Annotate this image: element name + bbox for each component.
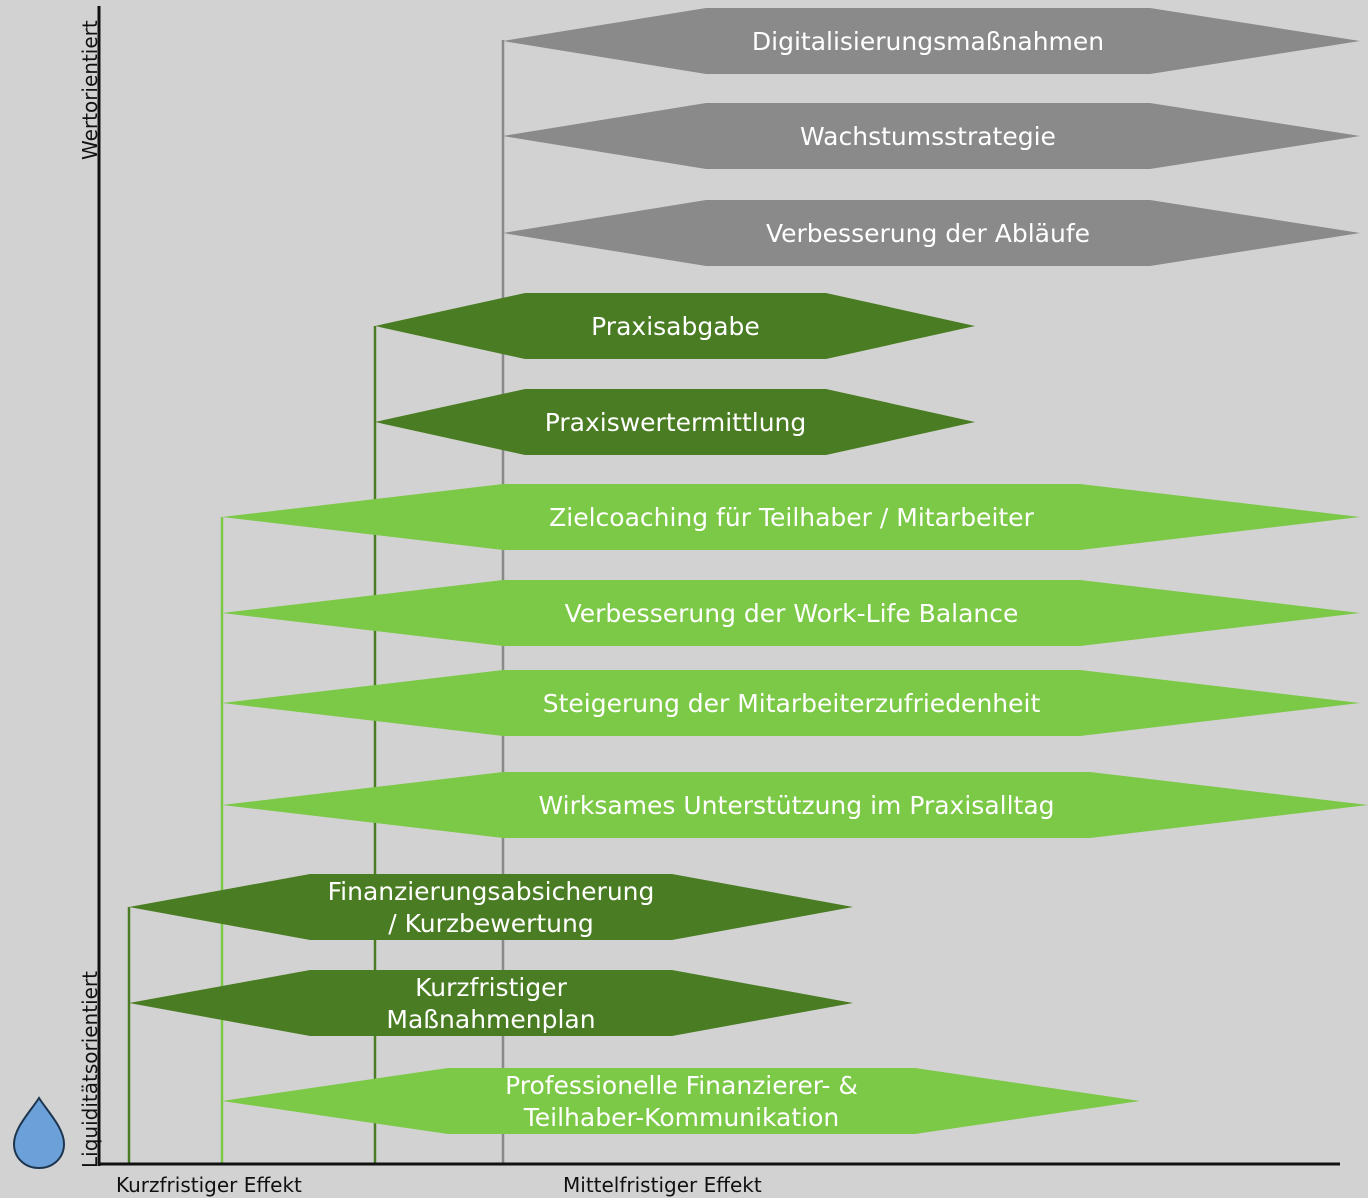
- x-axis-left-label: Kurzfristiger Effekt: [116, 1173, 302, 1197]
- measure-label: Praxiswertermittlung: [545, 408, 807, 437]
- hexagon-shape: [375, 389, 975, 455]
- measure-label: Praxisabgabe: [591, 312, 760, 341]
- y-axis-top-label: Wertorientiert: [78, 20, 102, 160]
- measure-label: Maßnahmenplan: [386, 1005, 595, 1034]
- measure-label: Steigerung der Mitarbeiterzufriedenheit: [543, 689, 1041, 718]
- hexagon-shape: [129, 970, 853, 1036]
- measure-box-finanzierung: Finanzierungsabsicherung / Kurzbewertung: [129, 874, 853, 940]
- measure-box-wachstum: Wachstumsstrategie: [503, 103, 1360, 169]
- hexagon-shape: [222, 670, 1360, 736]
- measure-boxes: DigitalisierungsmaßnahmenWachstumsstrate…: [129, 8, 1368, 1134]
- measure-box-work-life: Verbesserung der Work-Life Balance: [222, 580, 1360, 646]
- measure-box-kommunikation: Professionelle Finanzierer- & Teilhaber-K…: [222, 1068, 1140, 1134]
- hexagon-shape: [222, 1068, 1140, 1134]
- measure-label: Wirksames Unterstützung im Praxisalltag: [538, 791, 1054, 820]
- hexagon-shape: [222, 580, 1360, 646]
- hexagon-shape: [503, 200, 1360, 266]
- measure-box-zielcoaching: Zielcoaching für Teilhaber / Mitarbeiter: [222, 484, 1360, 550]
- measure-label: Professionelle Finanzierer- &: [505, 1071, 858, 1100]
- hexagon-shape: [503, 8, 1360, 74]
- hexagon-shape: [222, 772, 1368, 838]
- hexagon-shape: [503, 103, 1360, 169]
- hexagon-shape: [129, 874, 853, 940]
- measure-label: Verbesserung der Abläufe: [766, 219, 1090, 248]
- measure-label: Verbesserung der Work-Life Balance: [565, 599, 1019, 628]
- measure-label: Finanzierungsabsicherung: [328, 877, 655, 906]
- y-axis-bottom-label: Liquiditätsorientiert: [78, 971, 102, 1168]
- measure-label: Digitalisierungsmaßnahmen: [752, 27, 1104, 56]
- measure-label: Kurzfristiger: [415, 973, 567, 1002]
- hexagon-shape: [222, 484, 1360, 550]
- water-drop-icon: [12, 1096, 66, 1170]
- measure-label: Teilhaber-Kommunikation: [523, 1103, 839, 1132]
- measure-box-unterstuetzung: Wirksames Unterstützung im Praxisalltag: [222, 772, 1368, 838]
- measure-box-ablaeufe: Verbesserung der Abläufe: [503, 200, 1360, 266]
- measure-label: Wachstumsstrategie: [800, 122, 1056, 151]
- measure-box-zufriedenheit: Steigerung der Mitarbeiterzufriedenheit: [222, 670, 1360, 736]
- x-axis-middle-label: Mittelfristiger Effekt: [563, 1173, 762, 1197]
- measure-label: / Kurzbewertung: [388, 909, 593, 938]
- hexagon-shape: [375, 293, 975, 359]
- measure-label: Zielcoaching für Teilhaber / Mitarbeiter: [549, 503, 1034, 532]
- measure-box-praxiswertermittlung: Praxiswertermittlung: [375, 389, 975, 455]
- measure-box-praxisabgabe: Praxisabgabe: [375, 293, 975, 359]
- measure-box-digitalisierung: Digitalisierungsmaßnahmen: [503, 8, 1360, 74]
